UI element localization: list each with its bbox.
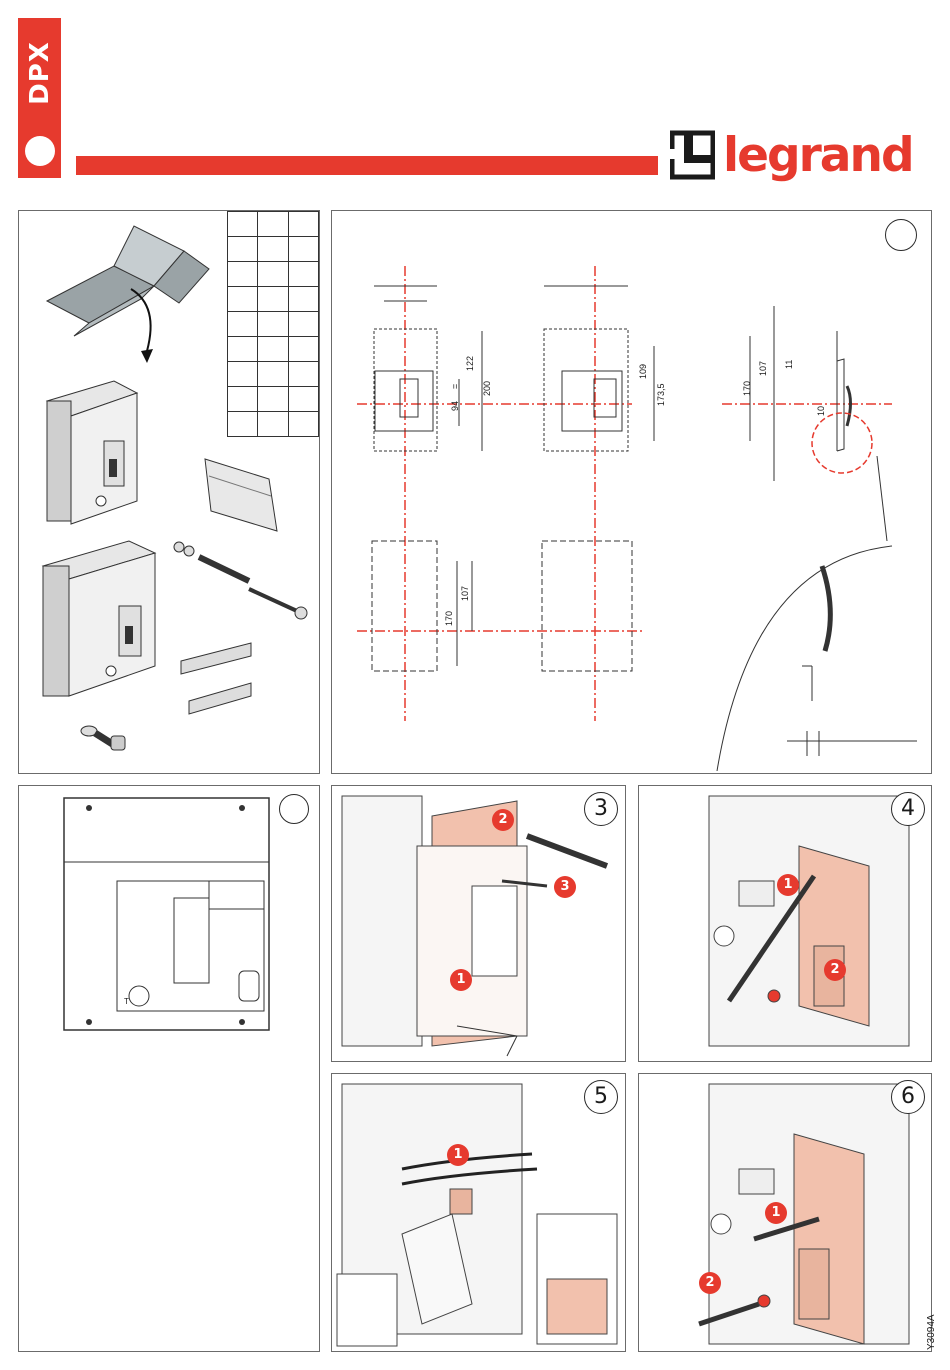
legrand-mark-icon (670, 129, 715, 181)
brand-logo: legrand (670, 122, 920, 188)
contents-illustration (19, 211, 319, 771)
dimension-drawing: 122 200 94 = 109 173,5 170 107 11 (332, 211, 930, 771)
breaker-3p-icon (47, 381, 137, 524)
faceplate-panel: T (18, 785, 320, 1352)
brand-name: legrand (723, 132, 913, 179)
front-view-drawing: 122 200 94 = (357, 266, 632, 721)
step-3-illustration (332, 786, 624, 1060)
dim-109: 109 (638, 364, 648, 379)
front-view-2-drawing: 109 173,5 (544, 266, 666, 721)
dim-170-cutout: 170 (444, 611, 454, 626)
dim-107-cutout: 107 (460, 586, 470, 601)
dim-122: 122 (465, 356, 475, 371)
bolt-icon (81, 726, 125, 750)
callout-badge: 1 (450, 969, 472, 991)
step-number-badge: 4 (891, 792, 925, 826)
cutout-drawing: 170 107 (357, 541, 642, 671)
product-tab-label: DPX (25, 41, 55, 105)
dim-94: 94 (450, 401, 460, 411)
zoom-detail (717, 456, 917, 771)
product-tab-dot-icon (25, 136, 55, 166)
callout-badge: 1 (765, 1202, 787, 1224)
step-3-panel: 3 1 2 3 (331, 785, 626, 1062)
dim-200: 200 (482, 381, 492, 396)
breaker-4p-icon (43, 541, 155, 696)
document-code: Y3094A (926, 1314, 937, 1350)
callout-badge: 1 (447, 1144, 469, 1166)
dim-170-side: 170 (742, 381, 752, 396)
cover-plate-icon (205, 459, 277, 531)
terminal-shield-icon (181, 643, 251, 714)
dim-10-side: 10 (816, 406, 826, 416)
callout-badge: 1 (777, 874, 799, 896)
dimensions-panel: 122 200 94 = 109 173,5 170 107 11 (331, 210, 932, 774)
callout-badge: 2 (699, 1272, 721, 1294)
contents-panel (18, 210, 320, 774)
product-tab: DPX (18, 18, 61, 178)
dim-equal: = (450, 384, 460, 389)
dim-107-side: 107 (758, 361, 768, 376)
side-view-drawing: 170 107 11 10 (722, 306, 892, 481)
callout-badge: 2 (824, 959, 846, 981)
header-rule (76, 156, 658, 175)
step-number-badge: 3 (584, 792, 618, 826)
dim-11-side: 11 (784, 360, 794, 369)
open-box-icon (47, 226, 209, 363)
step-4-panel: 4 1 2 (638, 785, 932, 1062)
dim-173-5: 173,5 (656, 383, 666, 406)
callout-badge: 2 (492, 809, 514, 831)
callout-badge: 3 (554, 876, 576, 898)
faceplate-drawing: T (19, 786, 319, 1046)
faceplate-label: T (124, 997, 129, 1006)
step-4-illustration (639, 786, 931, 1060)
step-5-illustration (332, 1074, 624, 1350)
step-number-badge: 6 (891, 1080, 925, 1114)
step-number-badge: 5 (584, 1080, 618, 1114)
step-6-panel: 6 1 2 (638, 1073, 932, 1352)
screw-rod-icon (174, 542, 307, 619)
step-5-panel: 5 1 (331, 1073, 626, 1352)
